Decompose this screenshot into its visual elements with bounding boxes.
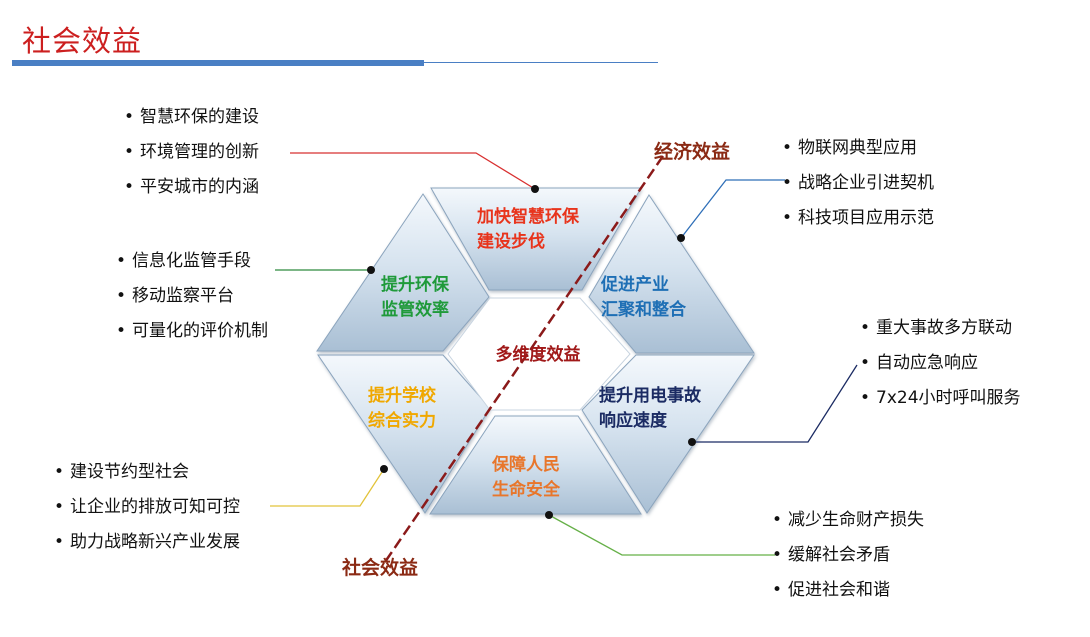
connector-mid-right [692, 364, 858, 443]
connector-dots [367, 185, 696, 519]
connector-dot [688, 438, 696, 446]
segment-label-lower-right: 提升用电事故响应速度 [599, 385, 702, 431]
center-hexagon [447, 297, 631, 411]
list-item: 战略企业引进契机 [782, 166, 934, 201]
segment-lower-right [581, 354, 755, 514]
connector-dot [531, 185, 539, 193]
segment-bottom [429, 415, 642, 515]
connector-dot [380, 465, 388, 473]
segment-label-upper-left: 提升环保监管效率 [381, 274, 450, 320]
list-item: 科技项目应用示范 [782, 201, 934, 236]
connector-dot [545, 511, 553, 519]
connector-bottom-left [270, 468, 385, 507]
list-item: 让企业的排放可知可控 [54, 490, 240, 525]
list-item: 重大事故多方联动 [860, 311, 1021, 346]
bullet-list-bottom-right: 减少生命财产损失 缓解社会矛盾 促进社会和谐 [772, 503, 924, 608]
bullet-list-top-right: 物联网典型应用 战略企业引进契机 科技项目应用示范 [782, 131, 934, 236]
segment-label-upper-right: 促进产业汇聚和整合 [600, 274, 687, 320]
segment-label-bottom: 保障人民生命安全 [491, 454, 561, 500]
list-item: 可量化的评价机制 [116, 314, 268, 349]
connector-top-left [290, 152, 536, 190]
center-label: 多维度效益 [496, 344, 581, 365]
callout-connectors [270, 152, 858, 556]
bullet-list-top-left: 智慧环保的建设 环境管理的创新 平安城市的内涵 [124, 100, 259, 205]
list-item: 自动应急响应 [860, 346, 1021, 381]
segment-upper-left [316, 193, 490, 352]
list-item: 减少生命财产损失 [772, 503, 924, 538]
bullet-list-mid-left: 信息化监管手段 移动监察平台 可量化的评价机制 [116, 244, 268, 349]
list-item: 建设节约型社会 [54, 455, 240, 490]
page-title: 社会效益 [22, 24, 143, 58]
list-item: 信息化监管手段 [116, 244, 268, 279]
list-item: 移动监察平台 [116, 279, 268, 314]
bullet-list-mid-right: 重大事故多方联动 自动应急响应 7x24小时呼叫服务 [860, 311, 1021, 416]
axis-label-social: 社会效益 [341, 556, 418, 579]
title-rule-thin [424, 62, 658, 63]
list-item: 7x24小时呼叫服务 [860, 381, 1021, 416]
list-item: 智慧环保的建设 [124, 100, 259, 135]
axis-divider-line [383, 155, 665, 563]
connector-top-right [680, 179, 785, 239]
segment-label-lower-left: 提升学校综合实力 [368, 385, 437, 431]
list-item: 缓解社会矛盾 [772, 538, 924, 573]
connector-dot [367, 266, 375, 274]
list-item: 促进社会和谐 [772, 573, 924, 608]
segment-label-top: 加快智慧环保建设步伐 [476, 206, 580, 252]
list-item: 平安城市的内涵 [124, 170, 259, 205]
list-item: 物联网典型应用 [782, 131, 934, 166]
connector-bottom-right [548, 514, 775, 556]
list-item: 助力战略新兴产业发展 [54, 525, 240, 560]
segment-upper-right [588, 194, 755, 354]
title-rule-thick [12, 60, 424, 66]
bullet-list-bottom-left: 建设节约型社会 让企业的排放可知可控 助力战略新兴产业发展 [54, 455, 240, 560]
list-item: 环境管理的创新 [124, 135, 259, 170]
connector-dot [677, 234, 685, 242]
axis-label-economic: 经济效益 [654, 140, 730, 163]
